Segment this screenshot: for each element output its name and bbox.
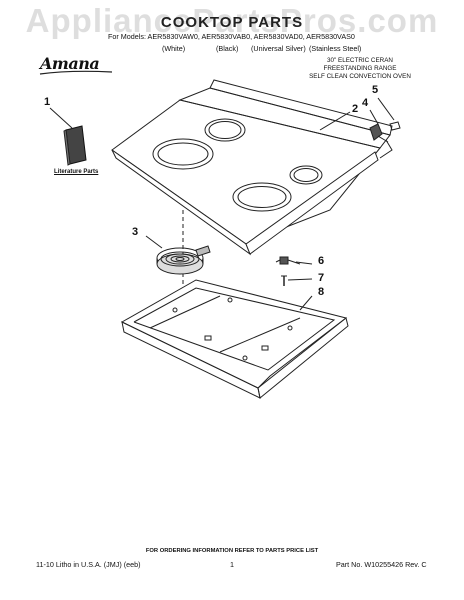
- color-universal-silver: (Universal Silver): [251, 44, 306, 53]
- footer-litho: 11-10 Litho in U.S.A. (JMJ) (eeb): [36, 560, 141, 569]
- limiter-switch: [275, 256, 301, 265]
- cooktop-glass: [111, 79, 393, 256]
- leader-line-7: [287, 278, 313, 281]
- watermark: AppliancePartsPros.com: [25, 2, 439, 39]
- color-black: (Black): [216, 44, 239, 53]
- logo-swoosh: [39, 70, 113, 75]
- color-stainless-steel: (Stainless Steel): [309, 44, 362, 53]
- burner-rings: [152, 118, 323, 212]
- mounting-screw: [281, 275, 287, 286]
- callout-1: 1: [44, 96, 51, 108]
- literature-parts-label: Literature Parts: [54, 169, 99, 175]
- callout-2: 2: [352, 103, 359, 115]
- callout-6: 6: [318, 255, 325, 267]
- description-line: SELF CLEAN CONVECTION OVEN: [309, 73, 411, 80]
- radiant-element: [156, 245, 211, 275]
- ordering-info: FOR ORDERING INFORMATION REFER TO PARTS …: [145, 548, 319, 554]
- leader-line-5: [377, 97, 395, 121]
- leader-line-3: [145, 235, 163, 249]
- callout-7: 7: [318, 272, 325, 284]
- leader-line-2: [319, 111, 351, 131]
- leader-line-1: [49, 107, 73, 129]
- callout-8: 8: [318, 286, 325, 298]
- glass-clip: [369, 121, 401, 143]
- leader-line-4: [369, 109, 379, 125]
- description-line: 30" ELECTRIC CERAN: [327, 57, 393, 64]
- callout-4: 4: [362, 97, 369, 109]
- color-white: (White): [162, 44, 186, 53]
- footer-part-number: Part No. W10255426 Rev. C: [336, 560, 427, 569]
- callout-3: 3: [132, 226, 139, 238]
- leader-line-8: [299, 295, 313, 311]
- callout-5: 5: [372, 84, 379, 96]
- page-title: COOKTOP PARTS: [160, 14, 304, 31]
- footer-page-number: 1: [230, 560, 234, 569]
- burner-box: [120, 279, 349, 399]
- models-line: For Models: AER5830VAW0, AER5830VAB0, AE…: [108, 32, 355, 41]
- description-line: FREESTANDING RANGE: [323, 65, 397, 72]
- leader-line-6: [295, 261, 313, 265]
- brand-logo: Amana: [40, 54, 100, 73]
- literature-card: [63, 125, 87, 166]
- appliance-description: 30" ELECTRIC CERAN FREESTANDING RANGE SE…: [280, 57, 440, 81]
